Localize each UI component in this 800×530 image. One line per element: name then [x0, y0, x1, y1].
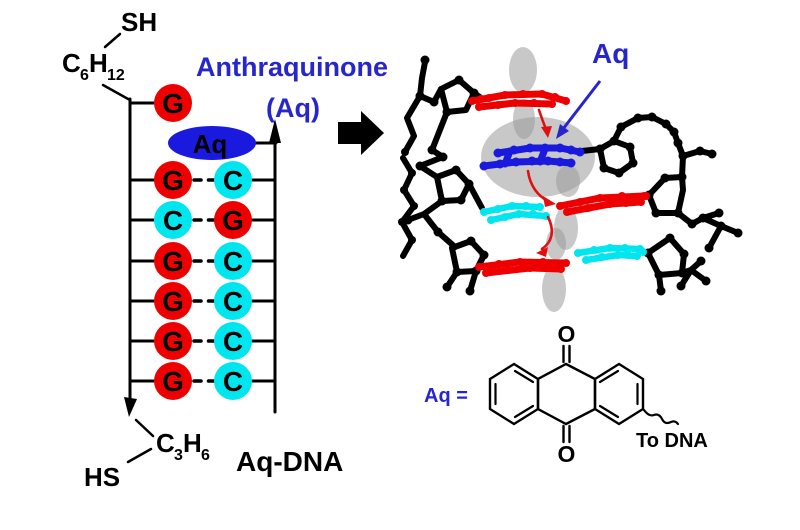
svg-text:C: C — [223, 165, 243, 196]
base-cyan-right — [574, 244, 647, 264]
bottom-thiol-label: HS — [84, 462, 120, 492]
svg-text:G: G — [162, 88, 184, 119]
aq-intercalator-label: Aq — [193, 129, 228, 159]
dna-ladder-schematic: Anthraquinone (Aq) SH C 6 H 12 G Aq — [62, 7, 388, 492]
base-pair-row: G C — [128, 322, 277, 360]
to-dna-label: To DNA — [636, 430, 708, 452]
top-thiol-label: SH — [121, 7, 157, 37]
bond-chain-strand — [101, 83, 132, 102]
svg-text:G: G — [162, 366, 184, 397]
base-row-top-g: G — [128, 84, 192, 122]
svg-text:G: G — [162, 165, 184, 196]
svg-text:G: G — [222, 205, 244, 236]
svg-text:C: C — [223, 246, 243, 277]
bottom-chain-c-sub: 3 — [174, 447, 183, 464]
bond-strand-chain-bottom — [134, 418, 155, 438]
svg-text:C: C — [223, 286, 243, 317]
base-pair-row: C G — [128, 201, 277, 239]
aq-pointer-label: Aq — [592, 38, 629, 69]
oxygen-top-label: O — [558, 321, 576, 347]
base-pair-row: G C — [128, 242, 277, 280]
bond-sh-chain — [103, 32, 122, 49]
svg-text:C: C — [223, 326, 243, 357]
base-red-bottom — [475, 258, 570, 277]
base-cyan-left — [480, 202, 550, 224]
bottom-chain-c: C — [156, 428, 175, 458]
title-anthraquinone: Anthraquinone — [196, 52, 388, 82]
squiggle-bond — [642, 408, 680, 426]
svg-text:G: G — [162, 326, 184, 357]
aq-pointer-arrow — [561, 80, 602, 130]
title-aq-paren: (Aq) — [266, 93, 320, 123]
oxygen-bottom-label: O — [558, 441, 576, 467]
base-red-middle — [556, 192, 650, 216]
carbonyl-top: O — [558, 321, 576, 364]
molecular-model: Aq — [398, 38, 743, 312]
strand-right-arrowhead — [269, 119, 281, 143]
bottom-chain-h-sub: 6 — [201, 447, 210, 464]
transition-block-arrow — [338, 111, 384, 155]
ring-right — [593, 362, 645, 426]
aq-molecule-blue — [479, 143, 585, 171]
aq-pointer-arrowhead — [556, 124, 569, 139]
top-chain-h: H — [89, 48, 108, 78]
svg-text:C: C — [163, 205, 183, 236]
aq-dna-caption: Aq-DNA — [236, 446, 343, 477]
top-chain-c-sub: 6 — [80, 67, 89, 84]
ring-left — [488, 362, 540, 426]
strand-left-arrowhead — [124, 397, 137, 417]
orbital-lobes — [481, 47, 595, 312]
backbone-left-atoms — [398, 55, 489, 296]
aq-intercalator: Aq — [168, 126, 278, 160]
svg-text:C: C — [223, 366, 243, 397]
base-pair-rows: G C C G G C — [128, 161, 277, 400]
charge-transfer-arrowheads — [536, 126, 556, 257]
ring-middle — [536, 362, 597, 426]
aq-equals-label: Aq = — [424, 385, 468, 407]
carbonyl-bottom: O — [558, 424, 576, 467]
bond-hs-chain — [126, 447, 153, 464]
backbone-left — [398, 55, 489, 296]
base-pair-row: G C — [128, 161, 277, 199]
aromatic-double-bonds — [494, 369, 639, 419]
top-chain-h-sub: 12 — [107, 67, 125, 84]
base-pair-row: G C — [128, 362, 277, 400]
top-chain-c: C — [62, 48, 81, 78]
base-red-top — [468, 90, 570, 111]
anthraquinone-structure: Aq = O O To DNA — [424, 321, 708, 467]
svg-text:G: G — [162, 246, 184, 277]
base-pair-row: G C — [128, 282, 277, 320]
svg-text:G: G — [162, 286, 184, 317]
bottom-chain-h: H — [183, 428, 202, 458]
